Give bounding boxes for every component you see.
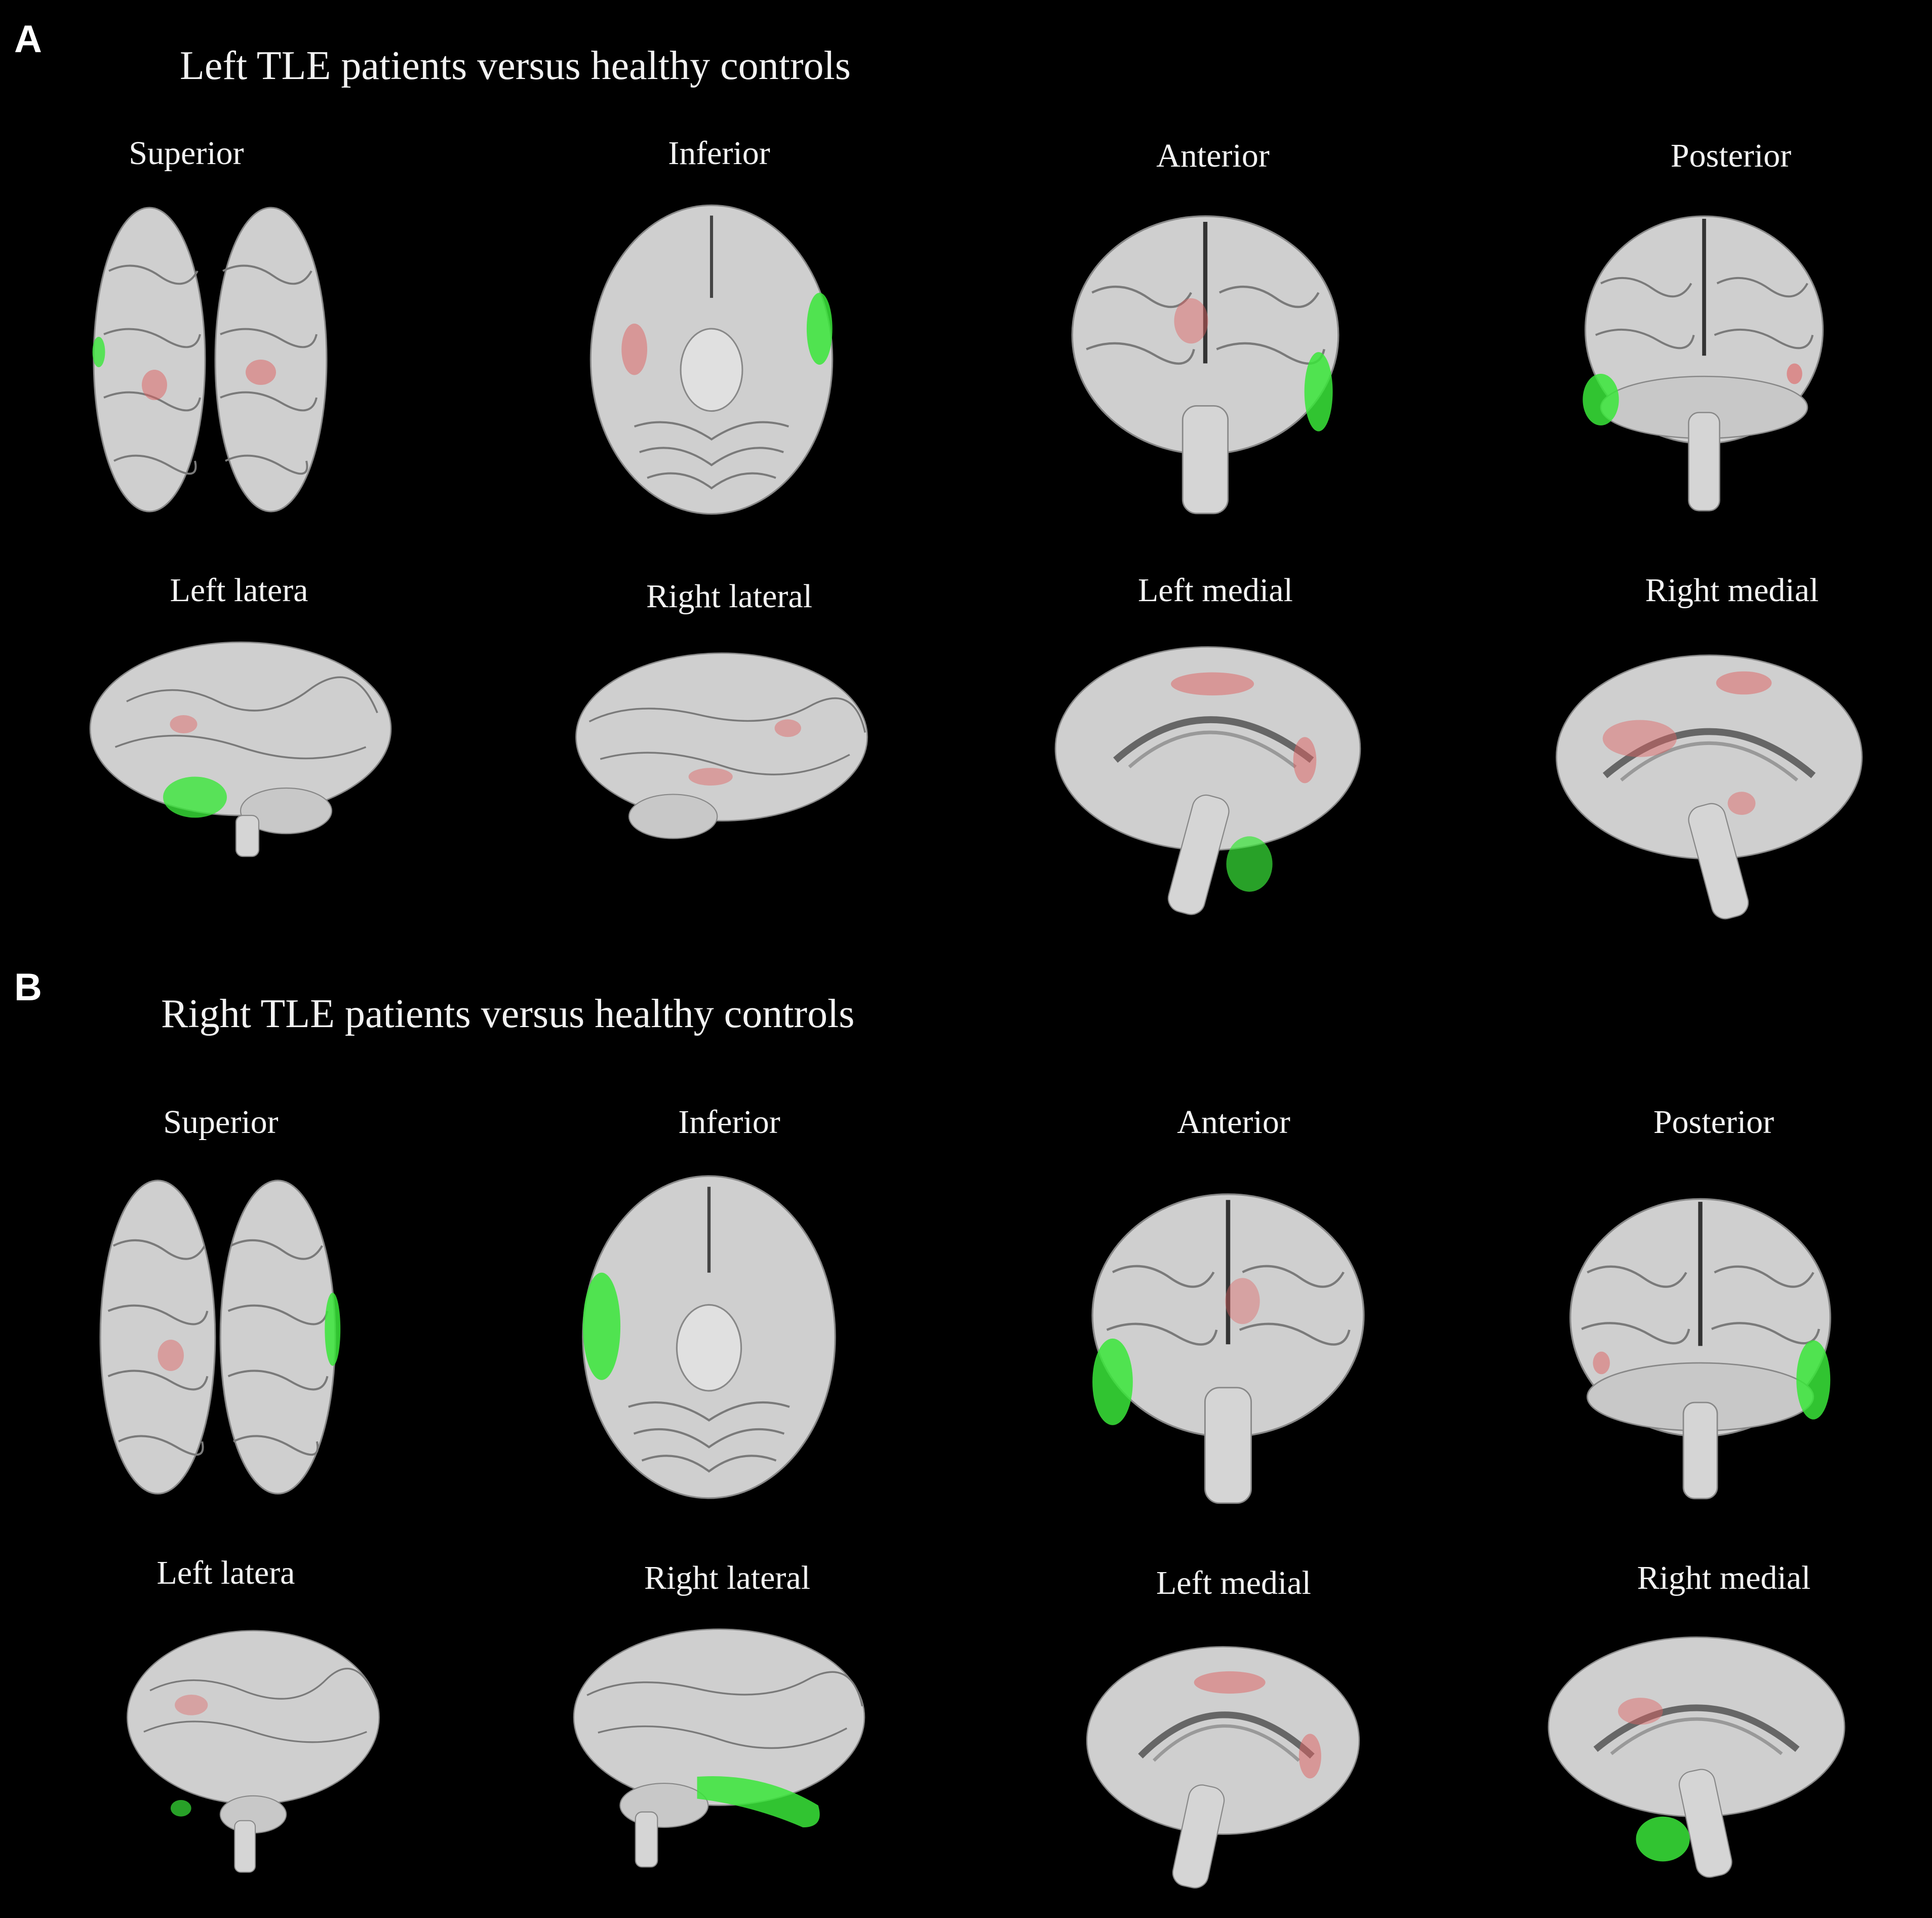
panel-b-brain-posterior <box>1557 1188 1843 1504</box>
panel-b-label-left-lateral: Left latera <box>156 1554 295 1591</box>
panel-a-label-right-medial: Right medial <box>1645 572 1819 609</box>
panel-a-brain-left-medial <box>1046 633 1370 922</box>
panel-a-brain-posterior <box>1575 205 1833 517</box>
panel-b-label-right-medial: Right medial <box>1637 1559 1811 1596</box>
panel-a-brain-superior <box>84 195 337 524</box>
panel-b-letter: B <box>14 966 42 1009</box>
panel-b-label-inferior: Inferior <box>678 1104 780 1141</box>
panel-b-label-anterior: Anterior <box>1177 1104 1290 1141</box>
panel-a-brain-inferior <box>582 195 841 524</box>
panel-a-letter: A <box>14 18 42 61</box>
panel-b-brain-superior <box>86 1167 349 1507</box>
panel-b-brain-right-medial <box>1540 1626 1854 1884</box>
panel-a-brain-right-lateral <box>567 638 876 871</box>
panel-b-label-posterior: Posterior <box>1653 1104 1775 1141</box>
panel-a-title: Left TLE patients versus healthy control… <box>180 44 851 88</box>
panel-a-label-left-lateral: Left latera <box>170 572 308 609</box>
panel-a-label-inferior: Inferior <box>668 135 770 172</box>
panel-a-label-posterior: Posterior <box>1670 137 1792 174</box>
panel-a-brain-right-medial <box>1547 641 1871 924</box>
panel-b-brain-inferior <box>575 1165 843 1509</box>
panel-b-brain-right-lateral <box>565 1618 874 1871</box>
panel-a-brain-left-lateral <box>81 633 400 861</box>
panel-a-label-anterior: Anterior <box>1156 137 1270 174</box>
panel-b-brain-anterior <box>1084 1185 1372 1509</box>
panel-b-label-superior: Superior <box>163 1104 279 1141</box>
panel-a-label-right-lateral: Right lateral <box>646 578 813 615</box>
panel-a-label-superior: Superior <box>129 135 244 172</box>
panel-a-brain-anterior <box>1063 208 1347 519</box>
panel-b-title: Right TLE patients versus healthy contro… <box>161 992 855 1036</box>
panel-a-label-left-medial: Left medial <box>1137 572 1293 609</box>
panel-b-brain-left-medial <box>1076 1633 1370 1897</box>
panel-b-brain-left-lateral <box>119 1618 387 1876</box>
panel-b-label-right-lateral: Right lateral <box>644 1559 811 1596</box>
panel-b-label-left-medial: Left medial <box>1156 1564 1312 1601</box>
